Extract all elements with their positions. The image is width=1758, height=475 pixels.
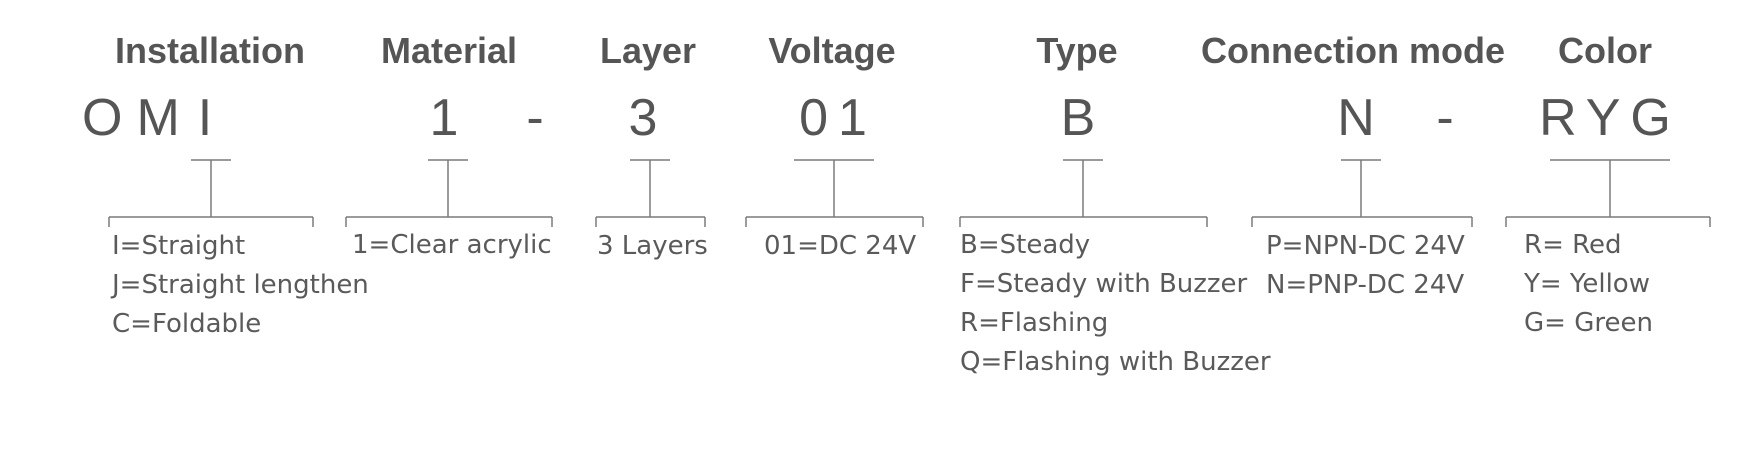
option-item: 1=Clear acrylic xyxy=(352,230,552,260)
option-item: P=NPN-DC 24V xyxy=(1266,231,1465,261)
header-layer: Layer xyxy=(599,30,697,71)
option-item: 3 Layers xyxy=(597,231,708,261)
header-connection-mode: Connection mode xyxy=(1201,30,1505,71)
option-item: G= Green xyxy=(1524,308,1653,338)
code-prefix: OM xyxy=(82,89,194,147)
option-item: Q=Flashing with Buzzer xyxy=(960,347,1271,377)
code-color: RYG xyxy=(1539,89,1681,147)
header-installation: Installation xyxy=(114,30,306,71)
option-item: I=Straight xyxy=(112,231,246,261)
code-connection: N xyxy=(1337,89,1385,147)
header-color: Color xyxy=(1558,30,1652,71)
option-item: C=Foldable xyxy=(112,309,262,339)
code-dash-2: - xyxy=(1436,89,1464,147)
code-material: 1 xyxy=(429,89,469,147)
header-material: Material xyxy=(380,30,518,71)
option-item: Y= Yellow xyxy=(1524,269,1650,299)
options-connection: P=NPN-DC 24V N=PNP-DC 24V xyxy=(1266,227,1465,305)
options-layer: 3 Layers xyxy=(597,227,708,266)
options-color: R= Red Y= Yellow G= Green xyxy=(1524,226,1653,343)
code-voltage: 01 xyxy=(799,89,877,147)
code-type: B xyxy=(1060,89,1106,147)
option-item: F=Steady with Buzzer xyxy=(960,269,1248,299)
options-material: 1=Clear acrylic xyxy=(352,226,552,265)
option-item: B=Steady xyxy=(960,230,1091,260)
code-layer: 3 xyxy=(628,89,668,147)
option-item: R= Red xyxy=(1524,230,1622,260)
code-installation: I xyxy=(197,89,223,147)
option-item: J=Straight lengthen xyxy=(112,270,369,300)
option-item: N=PNP-DC 24V xyxy=(1266,270,1465,300)
options-voltage: 01=DC 24V xyxy=(764,227,916,266)
code-dash-1: - xyxy=(526,89,554,147)
options-installation: I=Straight J=Straight lengthen C=Foldabl… xyxy=(112,227,369,344)
options-type: B=Steady F=Steady with Buzzer R=Flashing… xyxy=(960,226,1271,382)
option-item: 01=DC 24V xyxy=(764,231,917,261)
header-type: Type xyxy=(1036,30,1118,71)
header-voltage: Voltage xyxy=(768,30,896,71)
option-item: R=Flashing xyxy=(960,308,1109,338)
